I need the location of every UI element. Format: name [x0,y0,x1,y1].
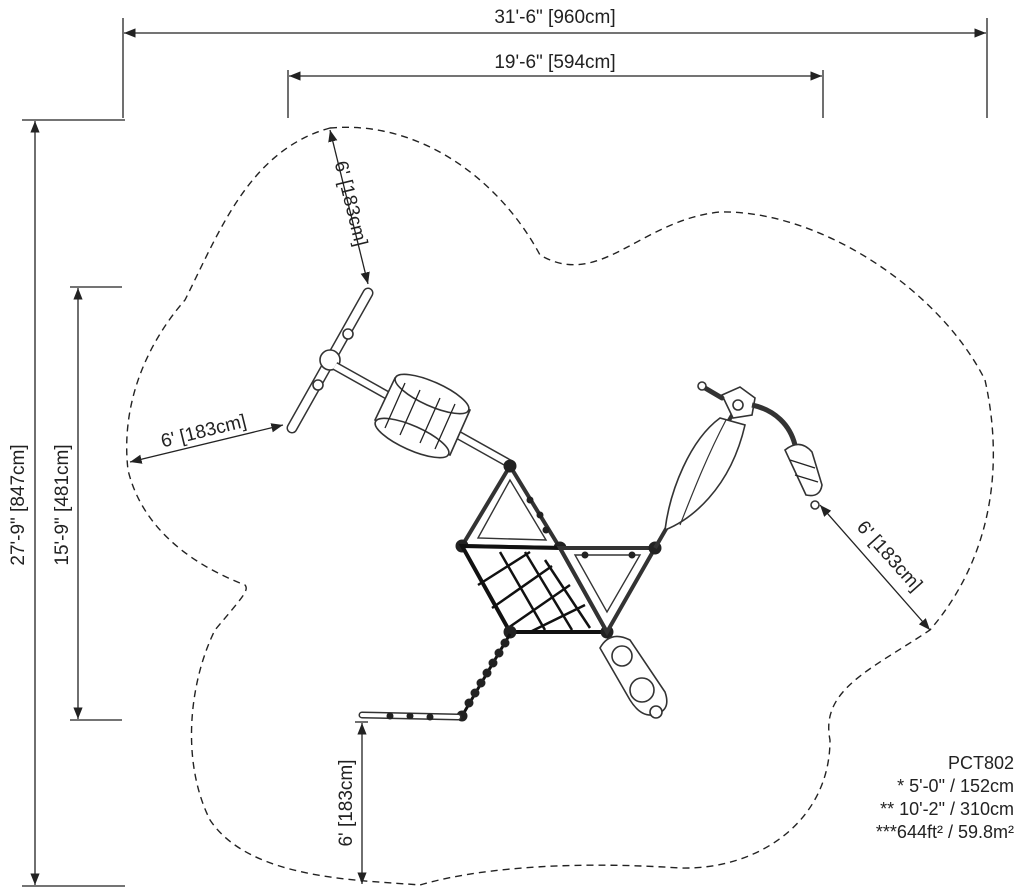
height-spec-1: * 5'-0" / 152cm [897,776,1014,796]
overall-width-label: 31'-6" [960cm] [494,7,615,28]
clearance-bottom-label: 6' [183cm] [336,759,357,846]
right-arm-rocker [751,402,823,510]
spinner-bar [286,287,374,434]
structure-depth-label: 15'-9" [481cm] [52,444,73,565]
net-funnel-climber [653,381,756,550]
area-spec: ***644ft² / 59.8m² [875,822,1014,842]
overall-depth-label: 27'-9" [847cm] [8,444,29,565]
balance-beam [358,711,462,721]
dimension-clearance-left: 6' [183cm] [129,411,284,464]
model-number: PCT802 [947,753,1014,773]
frame-left-triangle [455,459,567,555]
chain-ladder [456,633,512,722]
height-spec-2: ** 10'-2" / 310cm [880,799,1014,819]
dimension-overall-width: 31'-6" [960cm] [122,7,988,118]
structure-width-label: 19'-6" [594cm] [494,52,615,73]
barrel-roller [373,373,472,459]
hub-post [506,462,514,470]
dimension-structure-depth: 15'-9" [481cm] [52,286,122,721]
use-zone-outline [126,126,995,886]
dimension-clearance-right: 6' [183cm] [819,504,931,631]
clearance-top-left-label: 6' [183cm] [330,159,371,249]
dimension-structure-width: 19'-6" [594cm] [287,52,824,118]
clearance-left-label: 6' [183cm] [159,411,249,452]
dimension-overall-depth: 27'-9" [847cm] [8,119,125,887]
spec-block: PCT802 * 5'-0" / 152cm ** 10'-2" / 310cm… [876,752,1014,844]
spinner-seats [599,635,668,719]
dimension-clearance-bottom: 6' [183cm] [336,721,368,884]
dimension-clearance-top-left: 6' [183cm] [328,129,371,285]
frame-right-triangle [556,541,662,637]
